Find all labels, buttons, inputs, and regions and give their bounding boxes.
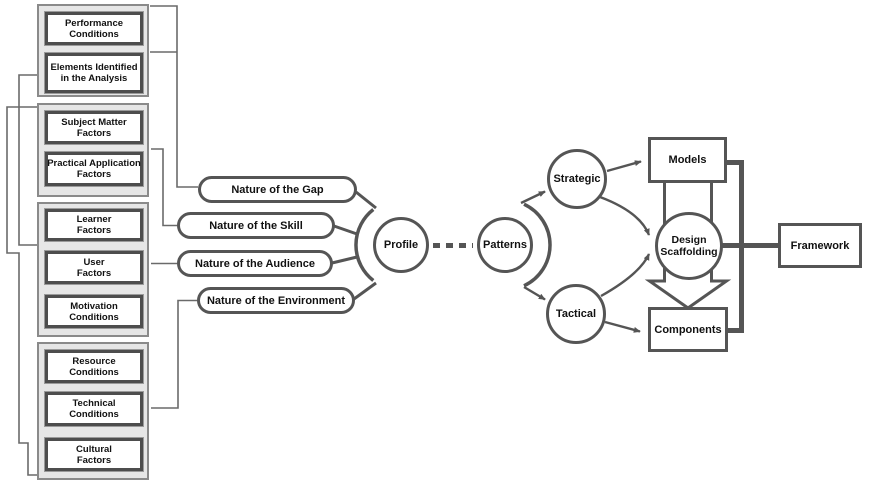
- node-label: Profile: [383, 239, 419, 251]
- oval-nature-of-the-environment: Nature of the Environment: [197, 287, 355, 314]
- oval-label: Nature of the Skill: [209, 219, 303, 232]
- box-elements-identified: Elements Identified in the Analysis: [45, 53, 143, 93]
- box-motivation-conditions: Motivation Conditions: [45, 295, 143, 328]
- node-patterns: Patterns: [477, 217, 533, 273]
- box-user-factors: User Factors: [45, 251, 143, 284]
- arrow-tactical-to-components: [604, 320, 641, 333]
- box-label: Framework: [790, 239, 850, 252]
- box-learner-factors: Learner Factors: [45, 209, 143, 241]
- spoke-gap: [355, 190, 377, 210]
- box-performance-conditions: Performance Conditions: [45, 12, 143, 45]
- box-line: Conditions: [69, 409, 119, 420]
- box-line: Factors: [76, 225, 112, 236]
- node-label: Strategic: [553, 173, 601, 185]
- box-line: Technical: [72, 398, 116, 409]
- box-line: Subject Matter: [61, 116, 127, 128]
- oval-nature-of-the-skill: Nature of the Skill: [177, 212, 335, 239]
- box-line: Learner: [76, 214, 112, 225]
- box-cultural-factors: Cultural Factors: [45, 438, 143, 471]
- box-line: Performance: [64, 17, 124, 29]
- oval-nature-of-the-gap: Nature of the Gap: [198, 176, 357, 203]
- node-label: Tactical: [555, 308, 597, 320]
- box-line: Elements Identified: [50, 62, 138, 73]
- node-label-line: Scaffolding: [660, 246, 718, 258]
- box-line: Factors: [76, 169, 112, 180]
- oval-label: Nature of the Audience: [195, 257, 315, 270]
- arrow-strategic-to-models: [606, 160, 642, 173]
- node-profile: Profile: [373, 217, 429, 273]
- arrow-tactical-to-scaffolding: [600, 253, 651, 298]
- box-resource-conditions: Resource Conditions: [45, 350, 143, 383]
- box-line: Conditions: [69, 28, 119, 40]
- arrow-arc-to-tactical: [523, 285, 546, 301]
- box-line: Factors: [76, 127, 112, 139]
- box-line: Factors: [76, 267, 112, 279]
- box-subject-matter-factors: Subject Matter Factors: [45, 111, 143, 144]
- box-practical-application-factors: Practical Application Factors: [45, 152, 143, 186]
- box-line: Practical Application: [47, 158, 141, 169]
- box-models: Models: [648, 137, 727, 183]
- spoke-environment: [353, 281, 377, 301]
- box-label: Components: [654, 323, 722, 336]
- node-label: Patterns: [482, 239, 528, 251]
- box-components: Components: [648, 307, 728, 352]
- connector-group1-to-gap: [150, 5, 198, 188]
- oval-label: Nature of the Environment: [206, 294, 346, 307]
- rail-elements-to-group3: [18, 74, 45, 246]
- box-line: Conditions: [69, 366, 119, 378]
- box-line: Cultural: [76, 443, 112, 455]
- box-line: in the Analysis: [60, 73, 128, 84]
- arrow-arc-to-strategic: [520, 190, 546, 205]
- profile-gather-arc: [354, 208, 375, 282]
- box-line: Factors: [76, 454, 112, 466]
- arrow-strategic-to-scaffolding: [599, 195, 651, 236]
- box-line: Resource: [72, 355, 116, 367]
- box-technical-conditions: Technical Conditions: [45, 392, 143, 426]
- box-line: Conditions: [69, 311, 119, 323]
- node-tactical: Tactical: [546, 284, 606, 344]
- connector-group2-to-skill: [151, 148, 177, 227]
- connector-group4-to-environment: [151, 299, 197, 409]
- node-strategic: Strategic: [547, 149, 607, 209]
- patterns-emit-arc: [523, 202, 552, 288]
- box-line: Motivation: [70, 300, 118, 312]
- box-label: Models: [668, 154, 707, 166]
- rail-group2-to-group4: [6, 106, 37, 476]
- oval-label: Nature of the Gap: [231, 183, 324, 196]
- spoke-skill: [333, 224, 358, 236]
- oval-nature-of-the-audience: Nature of the Audience: [177, 250, 333, 277]
- box-line: User: [83, 256, 105, 268]
- spoke-audience: [331, 255, 358, 265]
- node-design-scaffolding: Design Scaffolding: [655, 212, 723, 280]
- node-label-line: Design: [671, 234, 707, 246]
- box-framework: Framework: [778, 223, 862, 268]
